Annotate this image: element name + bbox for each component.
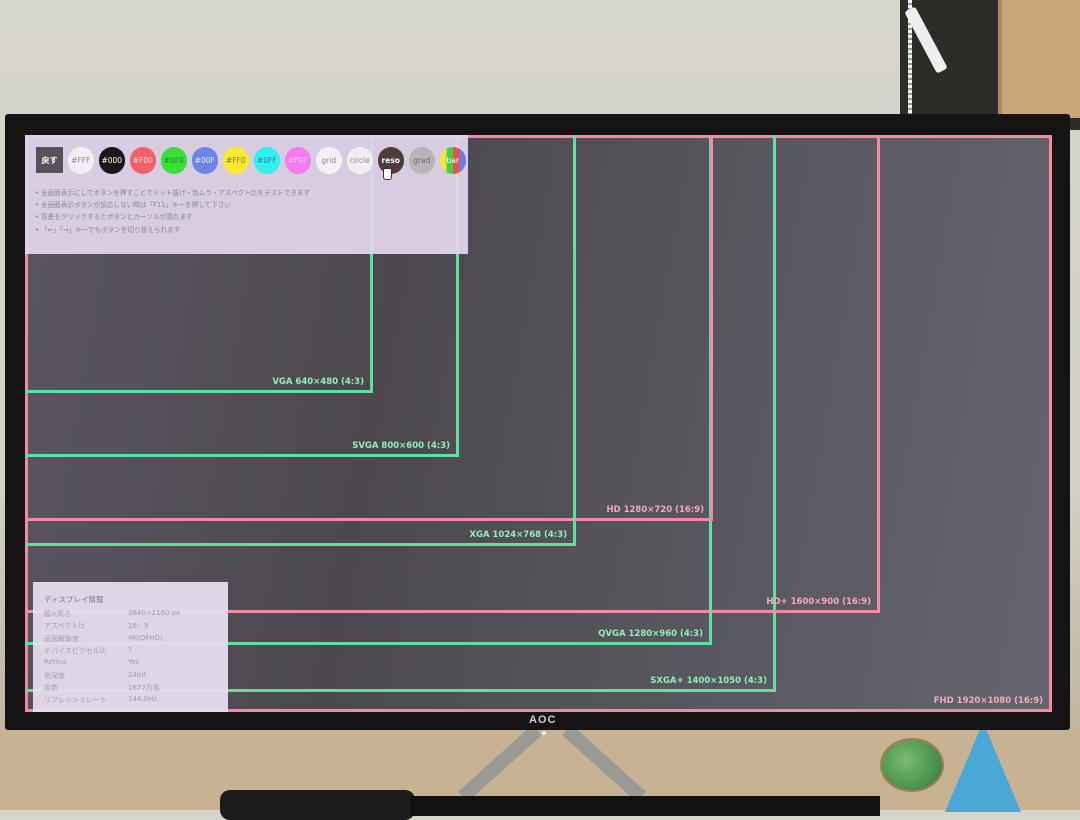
resolution-label: VGA 640×480 (4:3) xyxy=(272,377,364,387)
instruction-item: 全画面表示にしてボタンを押すことでドット抜け・色ムラ・アスペクト比をテストできま… xyxy=(35,187,310,199)
display-info-row: 画面解像度 4K(QFHD) xyxy=(44,634,224,644)
pattern-button-0f0[interactable]: #0F0 xyxy=(160,147,187,174)
display-info-row: Retina Yes xyxy=(44,658,224,666)
wooden-shelf xyxy=(998,0,1080,118)
resolution-label: HD+ 1600×900 (16:9) xyxy=(766,597,871,607)
info-value: Yes xyxy=(128,658,140,667)
pattern-button-grid[interactable]: grid xyxy=(315,147,342,174)
display-info-row: デバイスピクセル比? xyxy=(44,646,224,656)
info-key: 幅×高さ xyxy=(44,610,71,618)
info-value: 24bit xyxy=(128,670,147,679)
resolution-label: HD 1280×720 (16:9) xyxy=(606,505,704,515)
display-info-row: リフレッシュレート 144.0Hz xyxy=(44,695,224,705)
pattern-button-f00[interactable]: #F00 xyxy=(129,147,156,174)
display-info-panel: ディスプレイ情報 幅×高さ 3840×2160 px アスペクト比 16：9 画面解像度… xyxy=(33,582,228,712)
mouse-pointer-icon xyxy=(383,168,392,180)
display-info-row: 色数 1677万色 xyxy=(44,683,224,693)
pattern-button-f0f[interactable]: #F0F xyxy=(284,147,311,174)
display-info-row: 色深度 24bit xyxy=(44,671,224,681)
instruction-item: 「←」「→」キーでもボタンを切り替えられます xyxy=(35,224,310,236)
pattern-button-bar[interactable]: bar xyxy=(439,147,466,174)
pattern-button-0ff[interactable]: #0FF xyxy=(253,147,280,174)
info-key: 色深度 xyxy=(44,671,65,680)
display-info-row: アスペクト比 16：9 xyxy=(44,621,224,631)
info-key: 色数 xyxy=(44,683,58,692)
resolution-frame: FHD 1920×1080 (16:9) xyxy=(25,135,1052,712)
monitor-brand-logo: AOC xyxy=(529,714,557,726)
pattern-button-000[interactable]: #000 xyxy=(98,147,125,174)
blind-cord xyxy=(908,0,912,118)
info-key: リフレッシュレート xyxy=(44,696,107,705)
info-value: 1677万色 xyxy=(128,683,160,692)
instruction-item: 全画面表示ボタンが反応しない時は「F11」キーを押して下さい xyxy=(35,199,310,211)
resolution-frame: HD+ 1600×900 (16:9) xyxy=(25,135,880,613)
info-value: ? xyxy=(128,645,132,654)
info-key: Retina xyxy=(44,658,67,667)
info-key: デバイスピクセル比 xyxy=(44,646,107,655)
remote-control xyxy=(220,790,415,820)
resolution-frame: HD 1280×720 (16:9) xyxy=(25,135,713,521)
instructions-list: 全画面表示にしてボタンを押すことでドット抜け・色ムラ・アスペクト比をテストできま… xyxy=(35,187,310,236)
power-led-icon xyxy=(542,731,546,735)
globe-ornament xyxy=(880,738,944,792)
info-key: 画面解像度 xyxy=(44,634,79,643)
info-value: 16：9 xyxy=(128,622,149,631)
info-value: 144.0Hz xyxy=(128,695,157,704)
instruction-item: 背景をクリックするとボタンとカーソルが隠れます xyxy=(35,211,310,223)
display-info-row: 幅×高さ 3840×2160 px xyxy=(44,609,224,619)
resolution-label: QVGA 1280×960 (4:3) xyxy=(598,629,703,639)
resolution-frame: SVGA 800×600 (4:3) xyxy=(25,135,459,457)
monitor-screen[interactable]: FHD 1920×1080 (16:9) SXGA+ 1400×1050 (4:3… xyxy=(25,135,1052,712)
resolution-frame: XGA 1024×768 (4:3) xyxy=(25,135,576,546)
pattern-button-fff[interactable]: #FFF xyxy=(67,147,94,174)
resolution-label: XGA 1024×768 (4:3) xyxy=(469,530,567,540)
back-button[interactable]: 戻す xyxy=(36,147,63,174)
resolution-frame: VGA 640×480 (4:3) xyxy=(25,135,373,393)
info-value: 4K(QFHD) xyxy=(128,633,163,642)
pyramid-ornament xyxy=(945,722,1021,812)
info-key: アスペクト比 xyxy=(44,622,86,631)
pattern-button-ff0[interactable]: #FF0 xyxy=(222,147,249,174)
resolution-frame: SXGA+ 1400×1050 (4:3) xyxy=(25,135,776,692)
keyboard xyxy=(410,796,880,816)
pattern-button-grad[interactable]: grad xyxy=(408,147,435,174)
display-info-title: ディスプレイ情報 xyxy=(44,595,104,604)
resolution-label: FHD 1920×1080 (16:9) xyxy=(933,696,1043,706)
resolution-label: SXGA+ 1400×1050 (4:3) xyxy=(650,676,767,686)
pattern-button-circle[interactable]: circle xyxy=(346,147,373,174)
resolution-label: SVGA 800×600 (4:3) xyxy=(352,441,450,451)
pattern-button-00f[interactable]: #00F xyxy=(191,147,218,174)
info-value: 3840×2160 px xyxy=(128,609,181,617)
